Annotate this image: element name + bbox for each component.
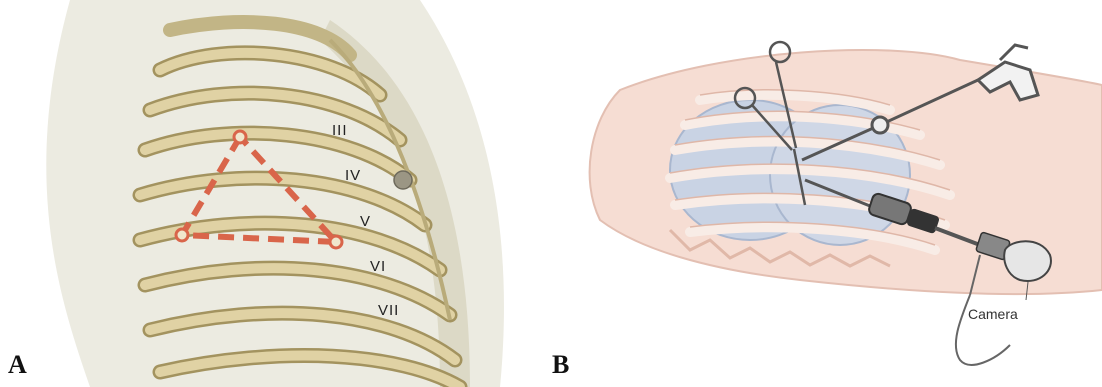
camera-head <box>1004 241 1051 281</box>
panel-a: III IV V VI VII A <box>0 0 540 387</box>
rib-label-iii: III <box>332 122 348 139</box>
panel-b: Camera B <box>540 0 1102 387</box>
rib-label-iv: IV <box>345 167 361 184</box>
thoracoscopy-illustration <box>540 0 1102 387</box>
rib-label-vi: VI <box>370 258 386 275</box>
rib-label-v: V <box>360 213 371 230</box>
nipple-landmark <box>394 171 412 189</box>
rib-label-vii: VII <box>378 302 399 319</box>
panel-letter-b: B <box>552 350 569 380</box>
panel-letter-a: A <box>8 350 27 380</box>
ribcage-illustration <box>0 0 540 387</box>
camera-label: Camera <box>968 306 1018 322</box>
